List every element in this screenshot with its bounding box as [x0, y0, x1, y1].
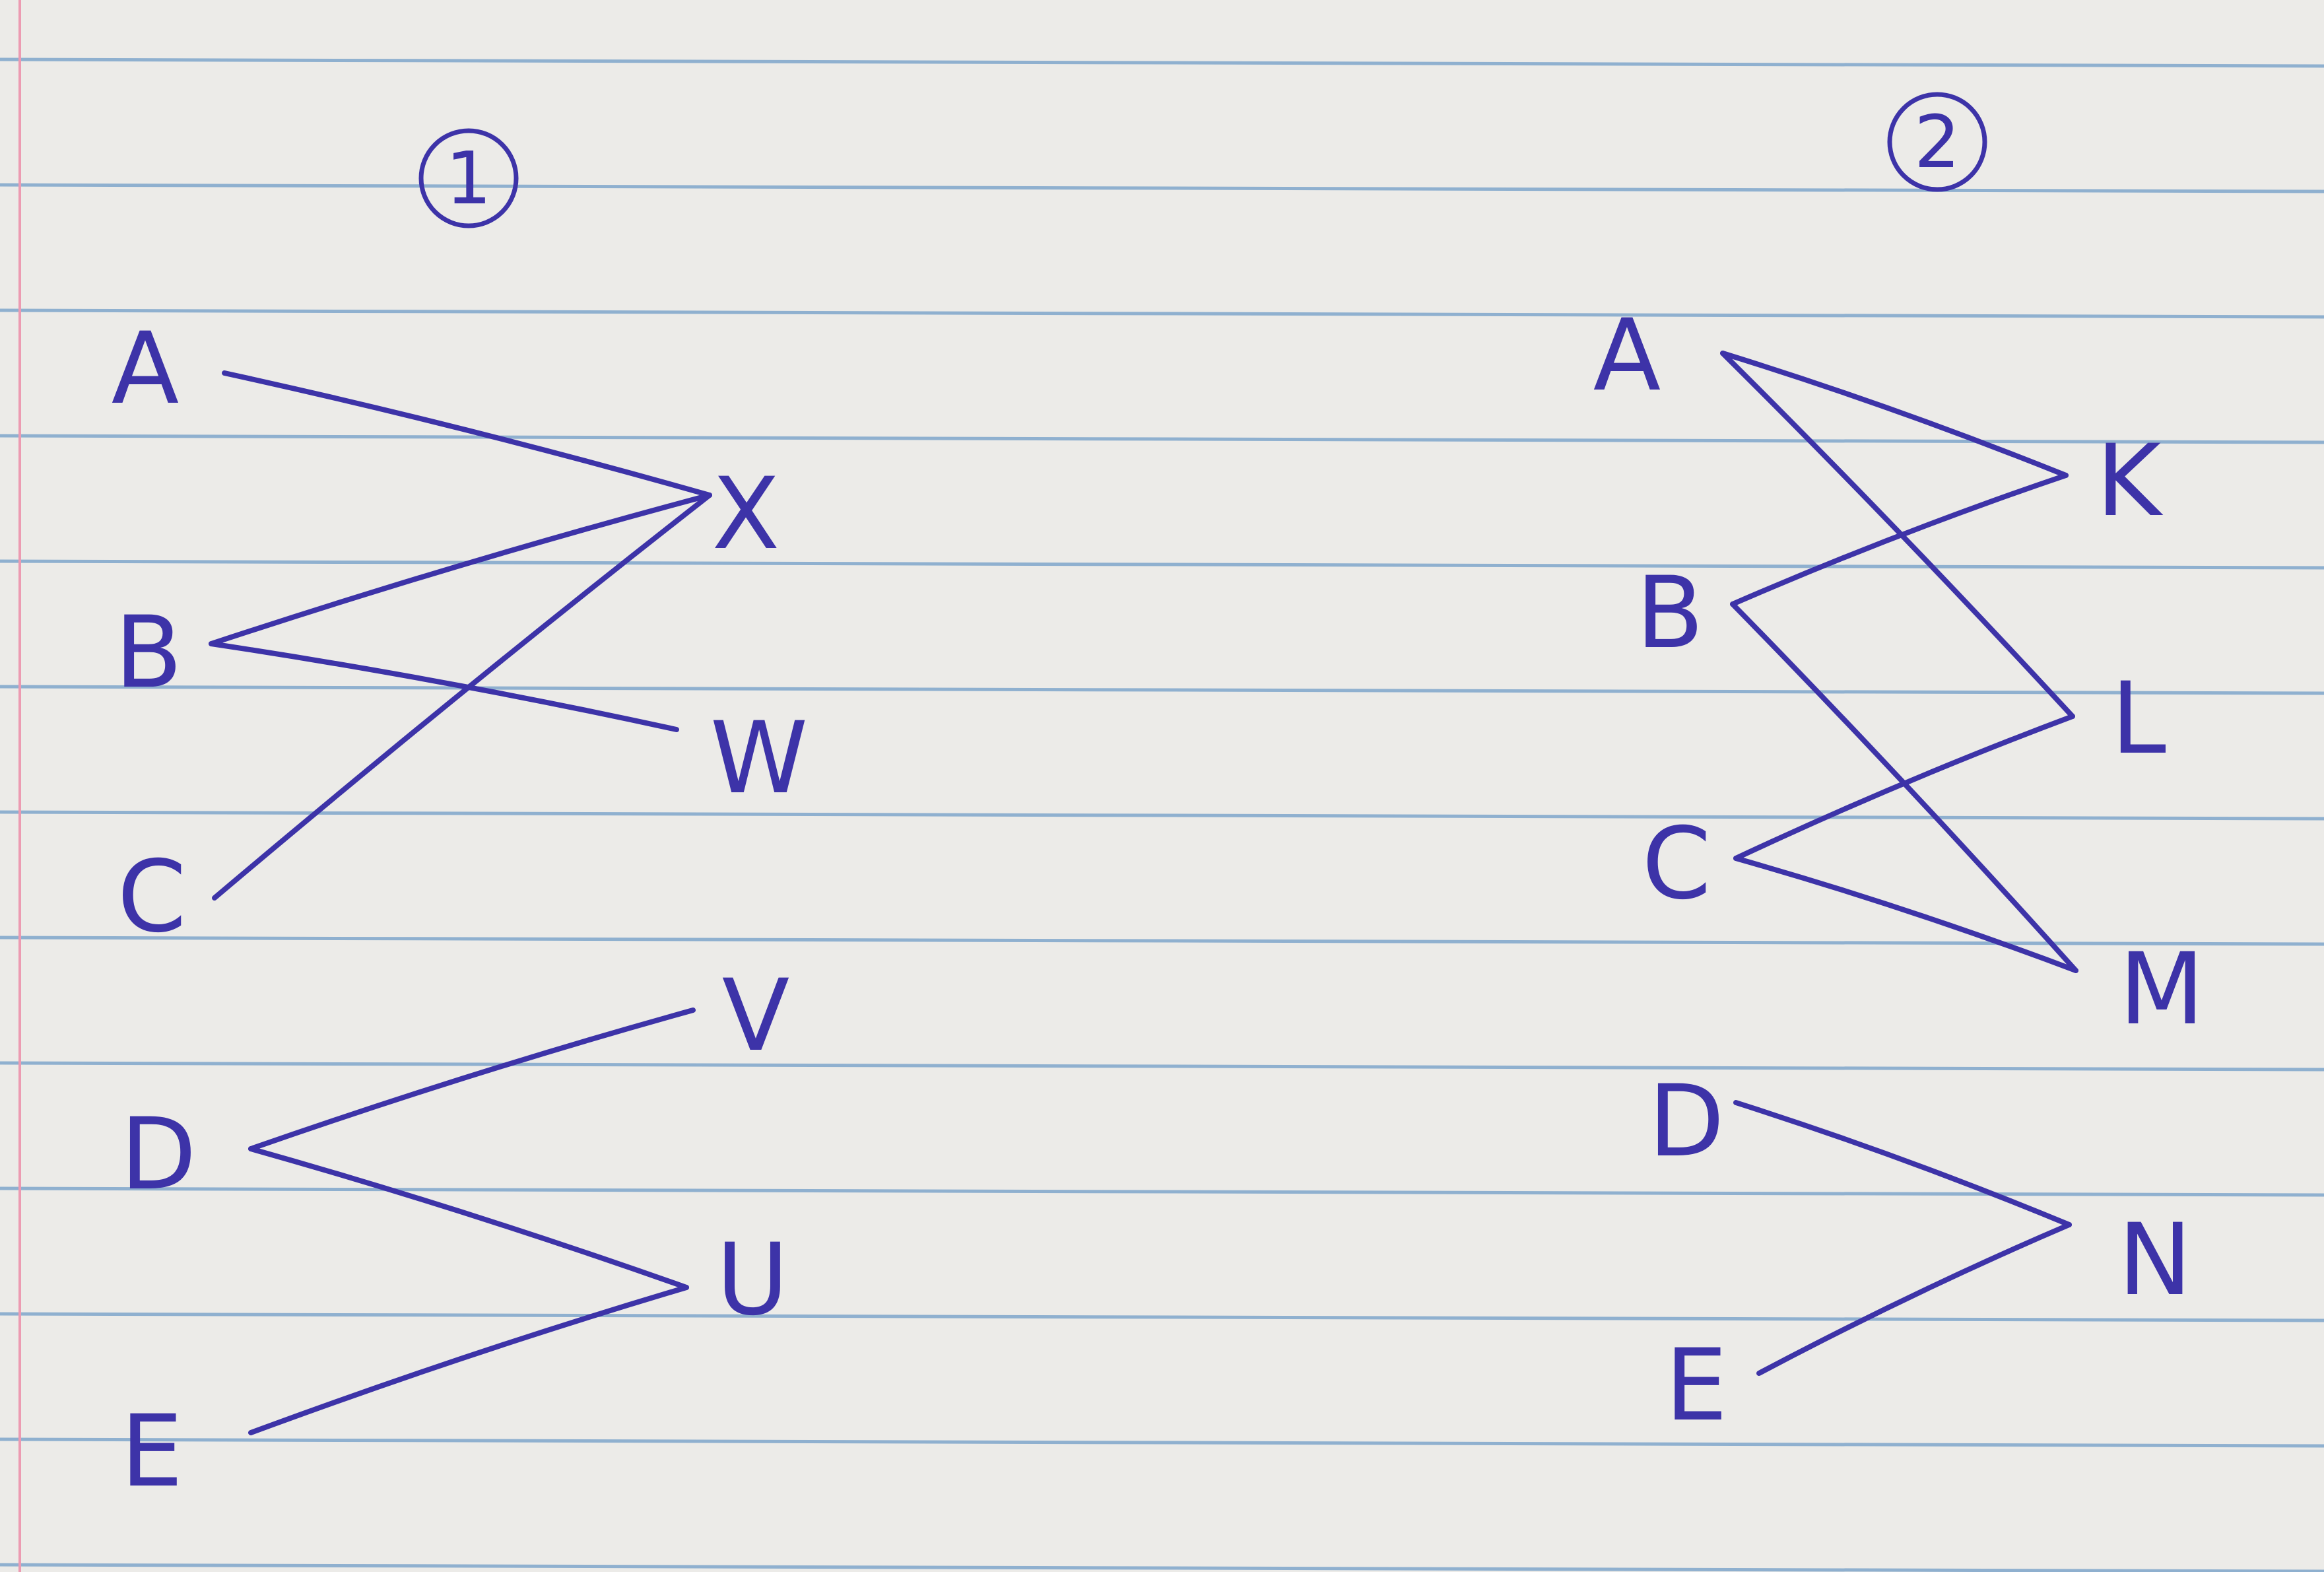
edges	[209, 370, 712, 1435]
left-node-c: C	[1642, 807, 1711, 922]
ruled-line	[0, 1563, 2324, 1572]
left-node-b: B	[1636, 556, 1704, 671]
ruled-line	[0, 1312, 2324, 1322]
right-node-n: N	[2118, 1203, 2192, 1318]
left-node-d: D	[120, 1097, 197, 1212]
edge-b-k	[1730, 473, 2069, 607]
number-circle	[418, 128, 519, 228]
right-node-v: V	[722, 959, 790, 1074]
diagram-number: 2	[1914, 100, 1960, 184]
ruled-line	[0, 559, 2324, 570]
edge-a-x	[222, 370, 712, 498]
ruled-line	[0, 685, 2324, 695]
edge-b-w	[209, 641, 679, 732]
edge-c-m	[1733, 856, 2078, 973]
edges	[1720, 351, 2078, 1376]
edge-c-l	[1733, 714, 2075, 861]
right-node-m: M	[2119, 932, 2204, 1047]
diagram-number-badge: 2	[1887, 92, 1987, 192]
ruled-line	[0, 434, 2324, 444]
left-node-e: E	[1665, 1328, 1728, 1443]
edge-c-x	[212, 493, 712, 901]
ruled-line	[0, 308, 2324, 319]
edge-d-n	[1733, 1100, 2072, 1227]
edge-e-u	[248, 1285, 689, 1435]
right-node-w: W	[710, 701, 808, 816]
left-node-e: E	[121, 1394, 183, 1509]
left-node-b: B	[115, 596, 183, 710]
left-node-d: D	[1648, 1064, 1725, 1179]
diagram-number-badge: 1	[418, 128, 519, 228]
left-node-a: A	[1593, 298, 1661, 413]
diagram-number: 1	[446, 136, 492, 221]
edge-d-v	[248, 1008, 696, 1151]
nodes: A B C D E X W V U	[112, 312, 808, 1509]
nodes: A B C D E K L M N	[1593, 298, 2205, 1443]
edge-b-m	[1730, 601, 2078, 973]
ruled-line	[0, 1061, 2324, 1072]
ruled-line	[0, 183, 2324, 193]
ruled-line	[0, 57, 2324, 68]
diagram-1: 1 A B C D E X W V U	[112, 128, 808, 1509]
left-node-c: C	[117, 840, 187, 955]
ruled-lines	[0, 57, 2324, 1572]
right-node-u: U	[716, 1223, 789, 1338]
right-node-k: K	[2096, 424, 2164, 539]
edge-e-n	[1756, 1222, 2072, 1376]
right-node-l: L	[2111, 662, 2166, 776]
ruled-line	[0, 936, 2324, 946]
edge-a-k	[1720, 351, 2069, 478]
right-node-x: X	[712, 457, 780, 572]
diagram-2: 2 A B C D E K L M N	[1593, 92, 2205, 1443]
ruled-line	[0, 810, 2324, 821]
edge-a-l	[1720, 351, 2075, 719]
edge-b-x	[209, 493, 712, 646]
edge-d-u	[248, 1146, 689, 1290]
left-node-a: A	[112, 312, 180, 427]
number-circle	[1887, 92, 1987, 192]
ruled-line	[0, 1437, 2324, 1448]
